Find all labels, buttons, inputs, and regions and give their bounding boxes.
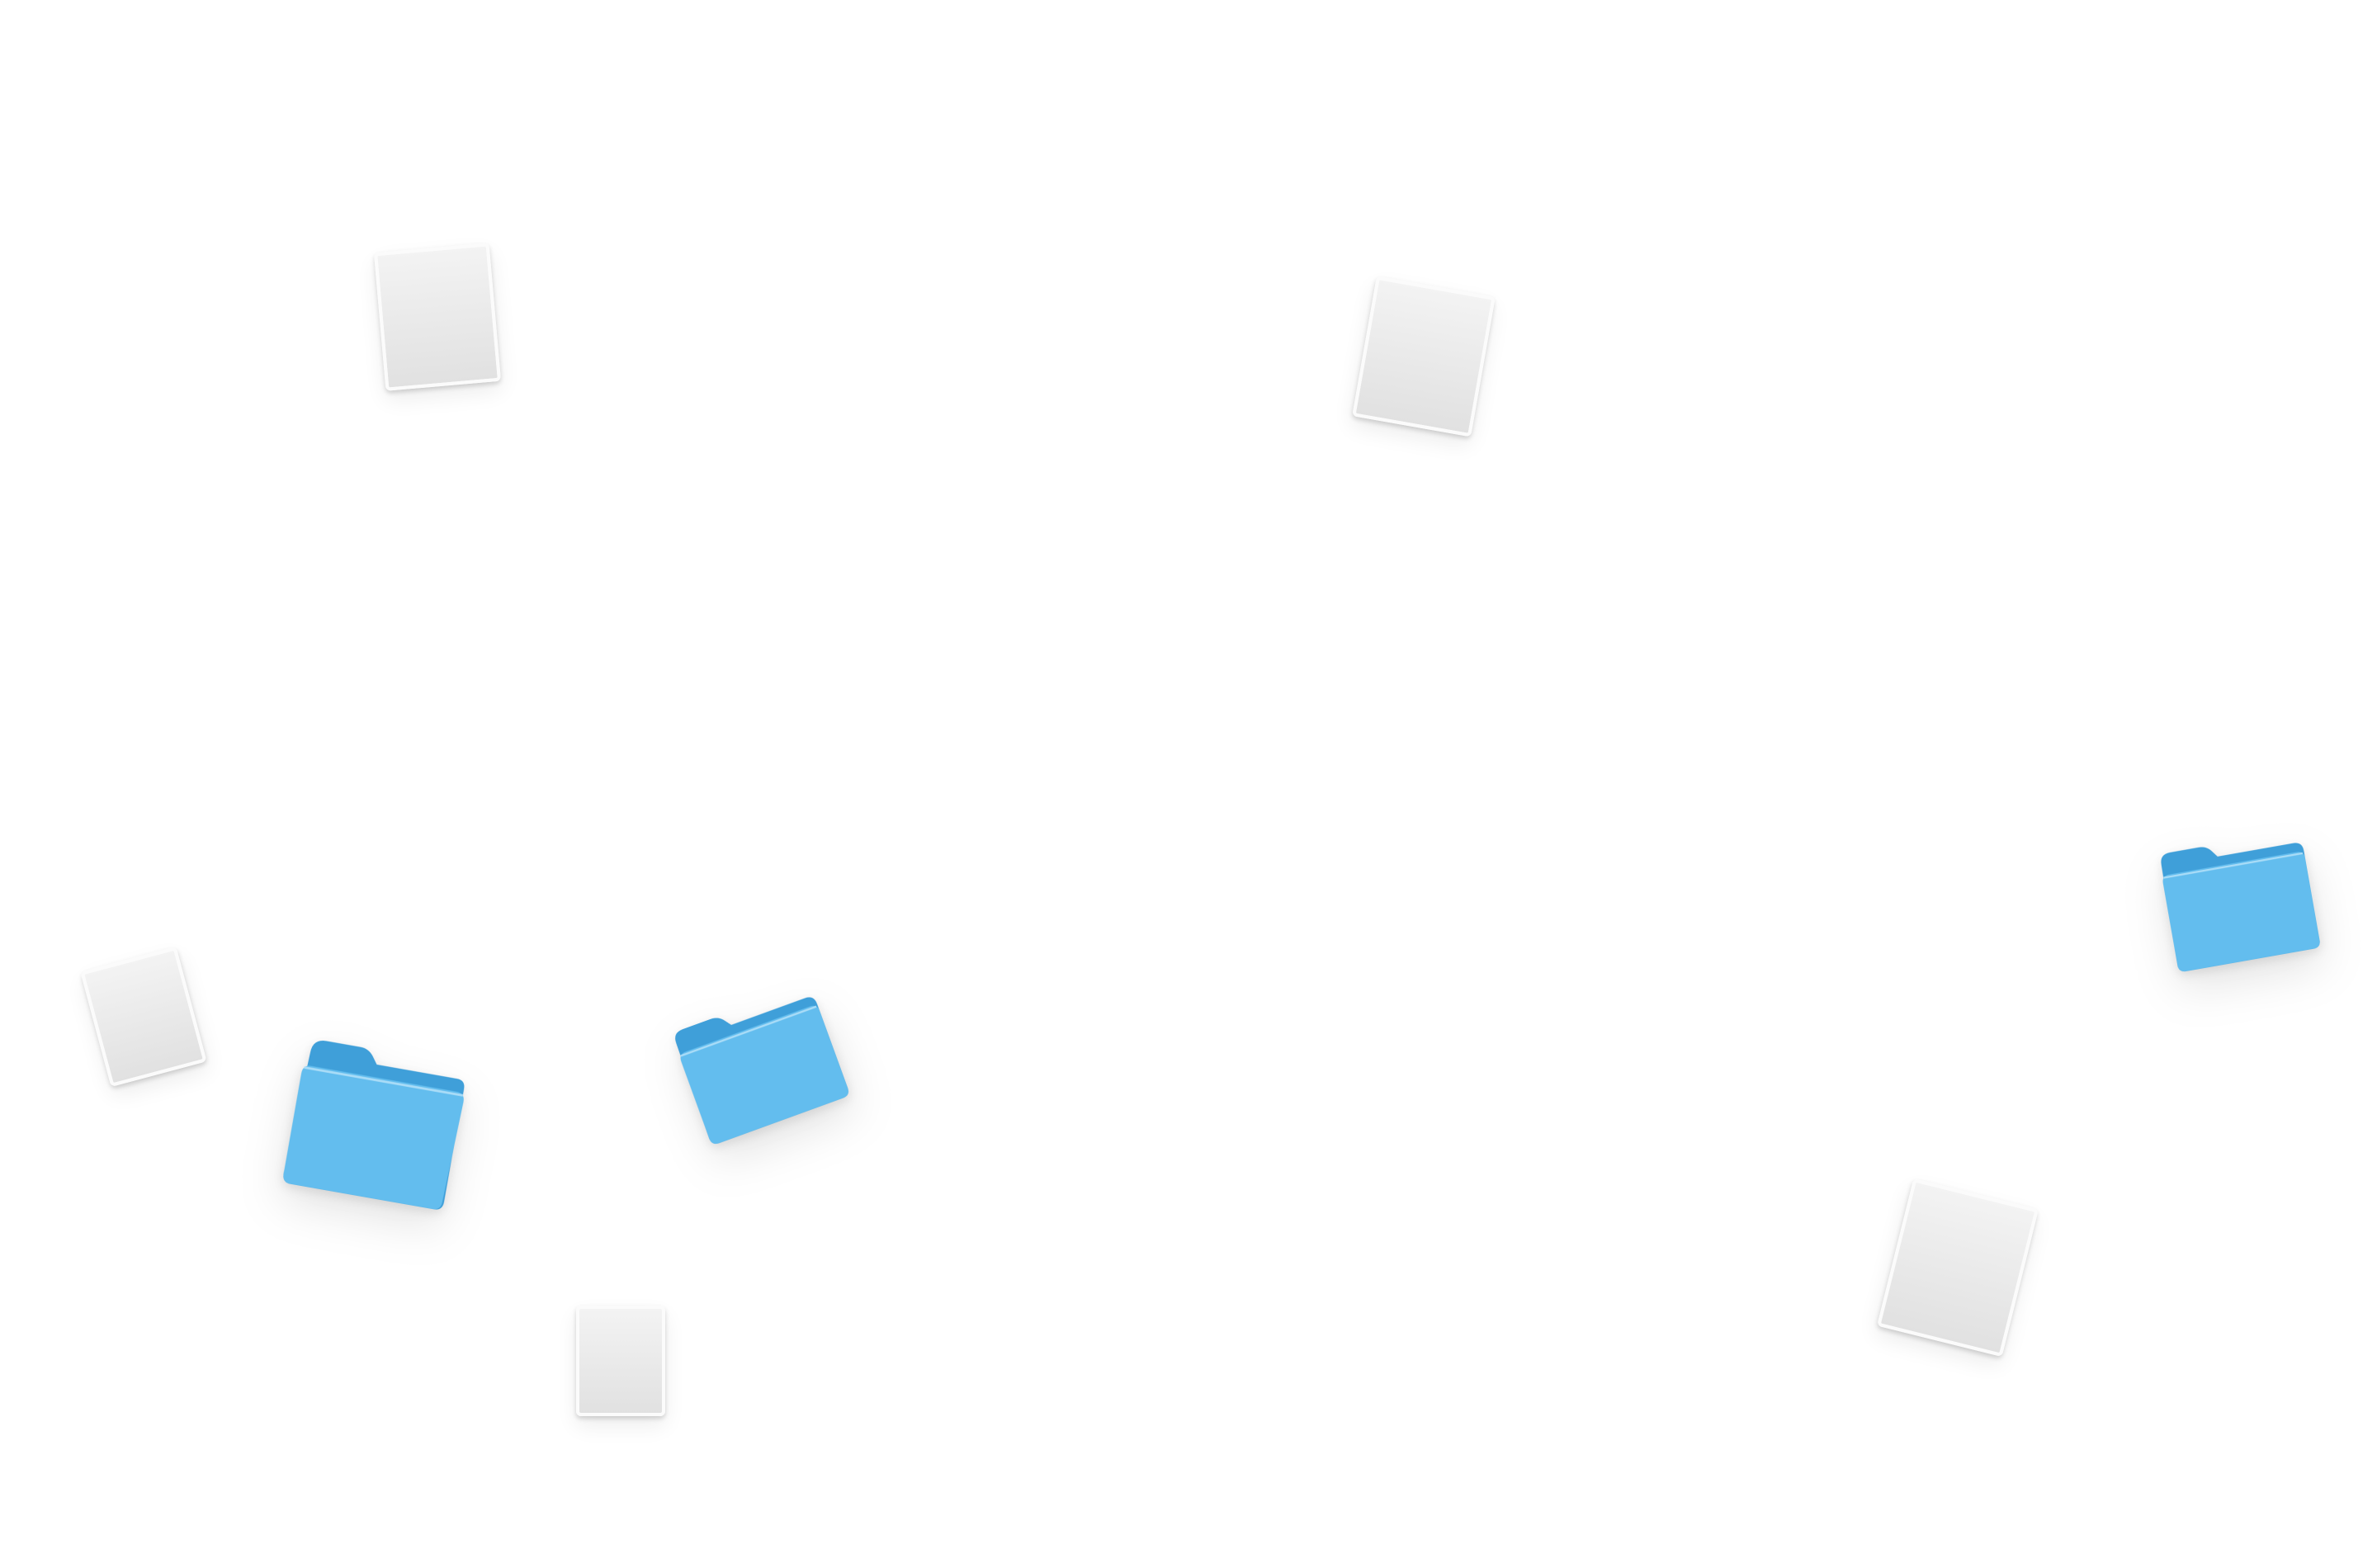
document-icon[interactable]: [80, 946, 207, 1088]
document-icon[interactable]: [576, 1306, 665, 1416]
document-icon[interactable]: [373, 243, 502, 391]
document-icon[interactable]: [1352, 276, 1496, 437]
document-icon[interactable]: [1877, 1178, 2039, 1358]
folder-icon[interactable]: [664, 974, 856, 1151]
folder-icon[interactable]: [2153, 821, 2327, 978]
folder-icon[interactable]: [276, 1026, 475, 1216]
